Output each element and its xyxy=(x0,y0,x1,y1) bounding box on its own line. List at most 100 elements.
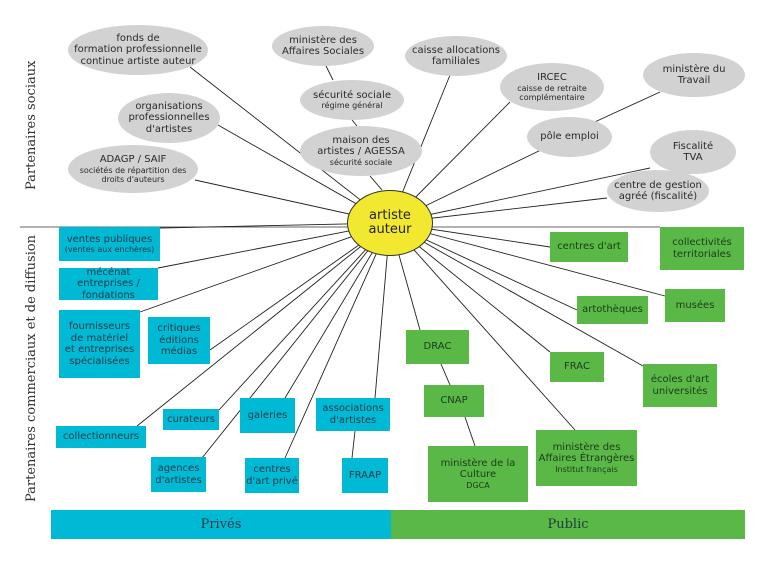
partner-label-line: FRAAP xyxy=(348,469,382,481)
partner-label-line: Fiscalité xyxy=(672,140,714,152)
side-label-commercial: Partenaires commerciaux et de diffusion xyxy=(24,234,39,502)
spoke-line-fournisseurs xyxy=(139,222,391,313)
partner-node-galeries: galeries xyxy=(240,398,295,433)
spoke-line-agences xyxy=(201,222,391,459)
partner-label-line: associations xyxy=(322,403,384,414)
partner-label-line: caisse de retraite xyxy=(517,83,587,93)
partner-label-line: collectionneurs xyxy=(62,431,140,443)
partner-label-line: ADAGP / SAIF xyxy=(99,154,167,166)
partner-label-line: Travail xyxy=(677,75,711,86)
partner-label-line: CNAP xyxy=(440,395,468,407)
partner-node-pole: pôle emploi xyxy=(527,117,612,157)
partner-label-line: ministère de la xyxy=(440,457,516,469)
partner-label-line: spécialisées xyxy=(69,355,130,367)
partner-label-line: IRCEC xyxy=(537,72,567,84)
partner-label-line: sécurité sociale xyxy=(312,89,391,101)
partner-label-line: maison des xyxy=(332,134,390,146)
partner-node-frac: FRAC xyxy=(550,352,604,382)
partner-label-line: centre de gestion xyxy=(614,179,702,191)
link-cnap-min-culture xyxy=(464,416,476,447)
partner-label-line: centres xyxy=(253,464,291,475)
partner-label-line: ministère du xyxy=(662,63,726,75)
partner-label-line: DGCA xyxy=(466,480,490,490)
partner-label-line: fonds de xyxy=(116,32,160,44)
partner-label-line: de matériel xyxy=(70,332,129,344)
partner-label-line: galeries xyxy=(247,409,288,421)
partner-node-drac: DRAC xyxy=(406,330,469,364)
partner-label-line: sécurité sociale xyxy=(329,157,393,167)
spoke-line-fonds xyxy=(189,66,391,224)
partner-label-line: artothèques xyxy=(582,304,643,316)
partner-label-line: et entreprises xyxy=(64,344,135,355)
partner-label-line: complémentaire xyxy=(519,92,585,102)
partner-label-line: mécénat xyxy=(86,266,131,278)
partner-node-collectionneurs: collectionneurs xyxy=(56,426,146,448)
partner-label-line: régime général xyxy=(321,101,383,111)
spoke-line-min-aff-etr xyxy=(389,222,576,431)
partner-label-line: éditions xyxy=(159,334,199,346)
partner-label-line: pôle emploi xyxy=(540,131,599,143)
partner-label-line: DRAC xyxy=(423,341,452,353)
partner-label-line: territoriales xyxy=(672,248,732,260)
link-mda-center xyxy=(369,175,383,191)
partner-label-line: familiales xyxy=(432,56,480,67)
spoke-line-curateurs xyxy=(218,222,391,411)
partner-node-musees: musées xyxy=(665,289,725,322)
partner-label-line: ministère des xyxy=(289,34,357,46)
center-label-line1: artiste xyxy=(369,208,411,224)
partner-label-line: Culture xyxy=(459,469,497,481)
partner-node-fraap: FRAAP xyxy=(342,458,388,493)
partner-label-line: Affaires Sociales xyxy=(281,46,365,57)
partner-label-line: médias xyxy=(160,346,198,358)
partner-label-line: centres d'art xyxy=(557,241,621,253)
center-label-line2: auteur xyxy=(368,222,412,237)
partner-node-cnap: CNAP xyxy=(424,385,484,417)
partner-label-line: agréé (fiscalité) xyxy=(618,191,698,202)
partner-label-line: Institut français xyxy=(555,464,618,474)
partner-label-line: Affaires Étrangères xyxy=(538,453,635,465)
partner-label-line: écoles d'art xyxy=(650,374,710,385)
partner-label-line: entreprises / fondations xyxy=(77,278,140,301)
spoke-line-ecoles xyxy=(389,222,644,367)
center-node-artiste-auteur: artiste auteur xyxy=(347,190,433,256)
bottom-bar-private: Privés xyxy=(51,510,391,539)
side-label-social: Partenaires sociaux xyxy=(24,60,39,190)
partner-label-line: droits d'auteurs xyxy=(101,174,165,184)
partner-label-line: FRAC xyxy=(564,361,590,373)
link-drac-cnap xyxy=(440,363,451,386)
partner-label-line: professionnelles xyxy=(128,112,210,124)
partner-label-line: d'art privé xyxy=(246,475,298,487)
partner-label-line: curateurs xyxy=(167,413,215,425)
partner-node-centres-art: centres d'art xyxy=(550,232,628,262)
partner-label-line: universités xyxy=(652,385,708,397)
partner-label-line: ventes publiques xyxy=(66,233,153,245)
partner-label-line: TVA xyxy=(683,152,703,163)
spoke-line-fisc xyxy=(389,167,651,224)
partner-label-line: agences xyxy=(157,463,200,474)
partner-label-line: sociétés de répartition des xyxy=(79,165,187,175)
partner-label-line: formation professionnelle xyxy=(74,44,202,56)
spoke-line-centres-prive xyxy=(284,222,391,459)
partner-label-line: collectivités xyxy=(672,237,732,248)
partner-node-curateurs: curateurs xyxy=(163,409,219,430)
bottom-bar-public: Public xyxy=(391,510,745,539)
partner-label-line: d'artistes xyxy=(155,474,202,486)
partner-label-line: artistes / AGESSA xyxy=(317,146,405,158)
link-secu-mda xyxy=(351,119,358,127)
partner-label-line: critiques xyxy=(157,323,201,335)
